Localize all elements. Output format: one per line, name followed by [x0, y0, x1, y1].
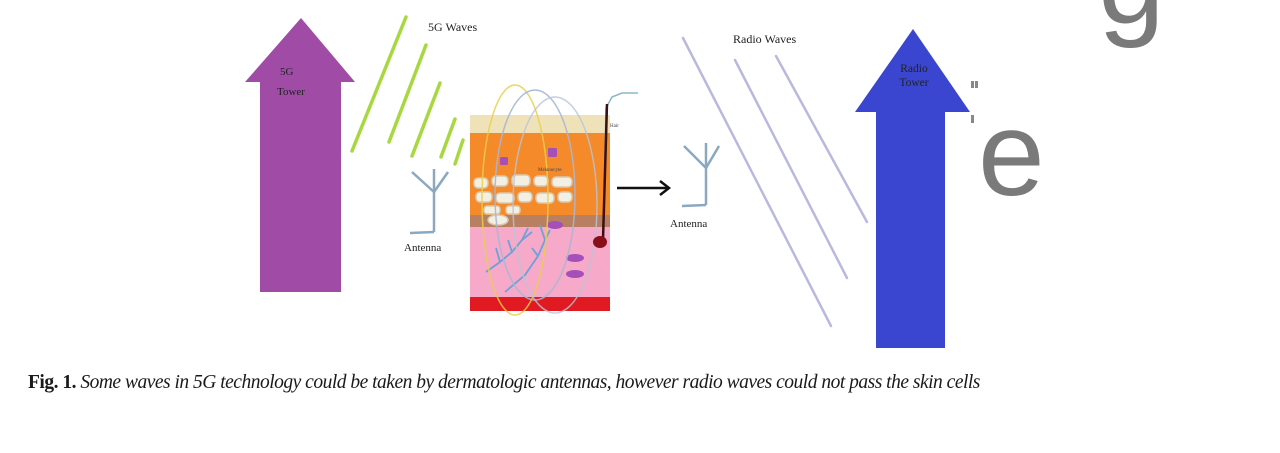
antenna-left-icon	[409, 169, 450, 235]
melanocyte-label: Melanocyte	[538, 168, 562, 173]
tower-5g-label-line1: 5G	[280, 66, 294, 78]
wave-5g-line	[387, 43, 428, 144]
waves-5g	[350, 15, 465, 166]
transmission-arrow-icon	[617, 180, 672, 196]
antenna-left-label: Antenna	[404, 242, 442, 254]
figure-caption: Fig. 1. Some waves in 5G technology coul…	[28, 372, 980, 394]
melanocyte-cell	[547, 221, 563, 229]
caption-prefix: Fig. 1.	[28, 372, 76, 393]
antenna-right-icon	[681, 143, 721, 208]
overlay-glyph-e: e	[978, 87, 1045, 221]
skin-cross-section	[470, 84, 638, 316]
wave-penetration-ellipses	[481, 84, 598, 316]
wave-radio-line	[681, 36, 833, 328]
hair-follicle	[593, 92, 638, 248]
melanocyte-cell	[548, 148, 557, 157]
wave-5g-line	[350, 15, 408, 153]
skin-layer-dermis	[470, 227, 610, 297]
dermal-cell	[566, 254, 584, 262]
tower-5g-label-line2: Tower	[277, 86, 305, 98]
cell-network	[473, 174, 573, 226]
wave-radio-line	[733, 58, 849, 280]
overlay-glyph-g: g	[1098, 0, 1165, 42]
melanocyte-cell	[500, 157, 508, 165]
tower-5g-arrow	[245, 18, 355, 292]
waves-radio-label: Radio Waves	[733, 32, 797, 46]
hair-label: Hair	[610, 124, 619, 129]
dermal-cell	[566, 270, 584, 278]
tower-radio-label-line2: Tower	[899, 77, 929, 89]
melanocytes	[500, 148, 584, 278]
wave-5g-line	[453, 138, 465, 166]
tower-5g-label: 5G Tower	[277, 62, 327, 102]
antenna-right-label: Antenna	[670, 218, 708, 230]
tower-radio-arrow	[855, 29, 970, 348]
tower-radio-label: Radio Tower	[888, 62, 940, 90]
waves-radio	[681, 36, 869, 328]
tower-radio-label-line1: Radio	[900, 63, 928, 75]
wave-radio-line	[774, 54, 869, 224]
blood-vessels	[485, 224, 551, 293]
caption-text: Some waves in 5G technology could be tak…	[75, 372, 980, 393]
overlay-marks	[971, 81, 978, 123]
waves-5g-label: 5G Waves	[428, 20, 478, 34]
wave-5g-line	[410, 81, 442, 158]
wave-5g-line	[439, 117, 457, 159]
